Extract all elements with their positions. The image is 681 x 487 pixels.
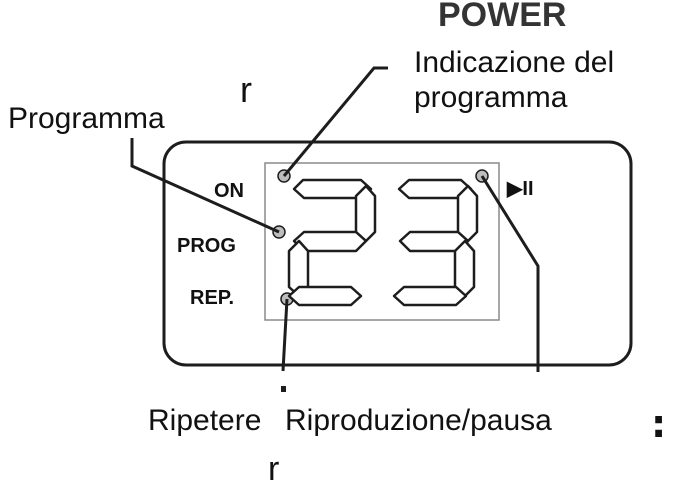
right-dots-mark: : — [651, 402, 666, 446]
top-small-r: r — [240, 69, 252, 110]
digit-two-middle-segment — [292, 230, 368, 253]
small-marker-below-rep — [281, 386, 286, 392]
program-indication-label-line1: Indicazione del — [414, 46, 614, 79]
rep-label: REP. — [190, 287, 234, 309]
program-indication-label-line2: programma — [414, 81, 568, 114]
digit-two-upper-right-segment — [354, 184, 377, 243]
digit-two-bottom-segment — [287, 285, 363, 307]
on-label: ON — [214, 180, 244, 202]
display-panel-outline — [162, 140, 633, 367]
digit-three-upper-right-segment — [456, 184, 479, 243]
program-label: Programma — [8, 102, 165, 135]
program-indication-leader-line — [282, 66, 388, 177]
top-fragment-text: POWER — [438, 0, 566, 34]
digit-two — [287, 178, 377, 307]
play-pause-label: Riproduzione/pausa — [285, 404, 552, 437]
prog-label: PROG — [177, 235, 236, 257]
digit-three-bottom-segment — [392, 285, 468, 307]
play-pause-icon: ▶II — [506, 178, 534, 200]
play-pause-leader-line — [480, 175, 540, 372]
program-leader-line — [130, 138, 280, 234]
repeat-label: Ripetere — [148, 404, 261, 437]
bottom-small-r: r — [268, 450, 279, 487]
repeat-leader-line — [281, 298, 289, 372]
lcd-inner-frame — [264, 162, 500, 321]
digit-three — [392, 178, 479, 307]
